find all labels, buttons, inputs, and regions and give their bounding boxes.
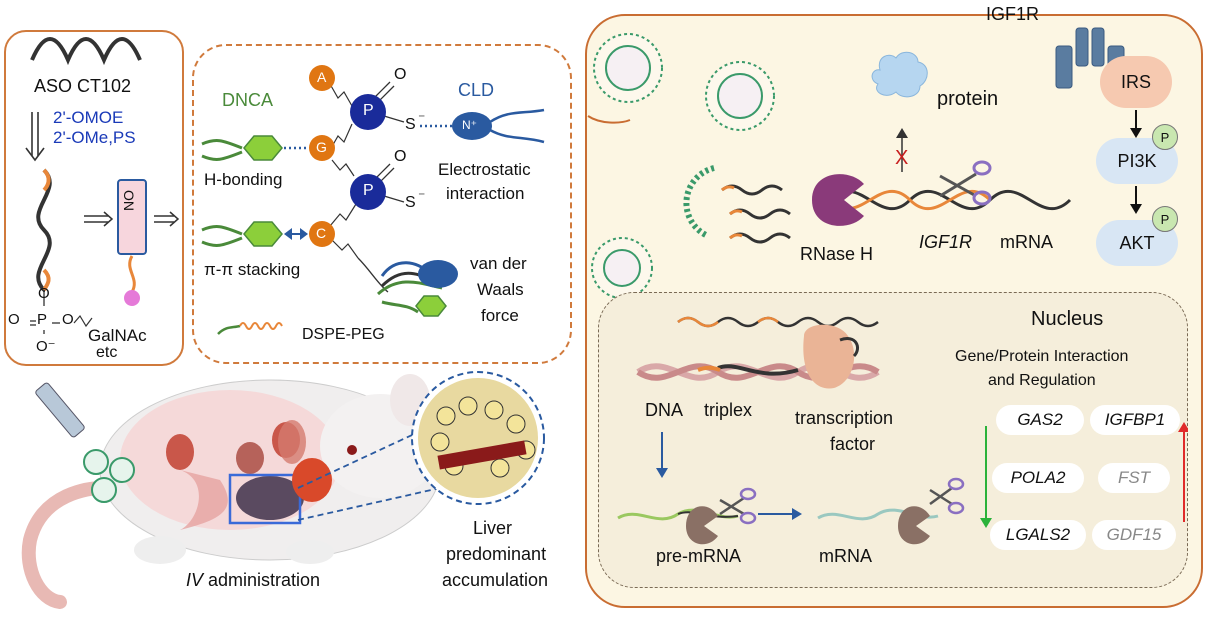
nucleus-mrna-label: mRNA — [819, 546, 872, 566]
aso-mod-2: 2'-OMe,PS — [53, 128, 136, 147]
vdw-label-2: Waals — [477, 280, 524, 299]
sulfur-minus-1: ⁻ — [418, 110, 426, 126]
phospho-label-2: P — [1160, 211, 1170, 227]
gene-gas2: GAS2 — [996, 405, 1084, 435]
vdw-label-1: van der — [470, 254, 527, 273]
sulfur-1: S — [405, 116, 416, 133]
nucleus-subtitle-1: Gene/Protein Interaction — [955, 348, 1129, 365]
pre-mrna-label: pre-mRNA — [656, 546, 742, 566]
nucleus-subtitle-2: and Regulation — [988, 372, 1096, 389]
dna-label: DNA — [645, 400, 684, 420]
phosphate-o-top: O — [38, 285, 50, 302]
phosphorus-2: P — [363, 182, 374, 199]
gene-igfbp1: IGFBP1 — [1090, 405, 1180, 435]
liver-label-2: predominant — [446, 544, 547, 564]
gene-fst: FST — [1098, 463, 1170, 493]
protein-label: protein — [937, 88, 999, 110]
aso-name: ASO CT102 — [34, 76, 132, 96]
rnaseh-label: RNase H — [800, 244, 874, 264]
sulfur-2: S — [405, 194, 416, 211]
gene-gdf15: GDF15 — [1092, 520, 1176, 550]
on-label: ON — [121, 190, 137, 211]
sulfur-minus-2: ⁻ — [418, 188, 426, 204]
triplex-label: triplex — [704, 400, 753, 420]
dnca-panel — [192, 44, 572, 364]
h-bonding-label: H-bonding — [204, 170, 283, 189]
nucleus-graphic — [617, 316, 1188, 545]
base-a: A — [317, 69, 327, 85]
mrna-gene-label: IGF1R — [919, 232, 973, 252]
base-g: G — [316, 139, 327, 155]
phospho-badge-2: P — [1152, 206, 1178, 232]
dspe-peg-label: DSPE-PEG — [302, 326, 385, 343]
dnca-cld-graphic — [201, 65, 545, 335]
iv-administration: IV administration — [186, 570, 320, 591]
irs-node: IRS — [1100, 56, 1172, 108]
pi-stacking-label: π-π stacking — [204, 260, 301, 279]
gene-pola2: POLA2 — [992, 463, 1084, 493]
tf-label-2: factor — [830, 434, 876, 454]
administration-text: administration — [203, 570, 321, 590]
phosphorus-1: P — [363, 102, 374, 119]
phosphate-o-right: O — [62, 311, 74, 328]
electrostatic-label-1: Electrostatic — [438, 160, 531, 179]
phosphate-p: P — [37, 311, 48, 328]
mrna-label: mRNA — [1000, 232, 1053, 252]
akt-label: AKT — [1119, 232, 1155, 253]
irs-label: IRS — [1120, 71, 1151, 92]
receptor-label: IGF1R — [986, 4, 1040, 24]
vdw-label-3: force — [481, 306, 519, 325]
tf-label-1: transcription — [795, 408, 894, 428]
liver-label-3: accumulation — [442, 570, 549, 590]
phospho-label-1: P — [1160, 129, 1170, 145]
iv-italic: IV — [186, 570, 204, 590]
aso-panel — [4, 30, 184, 366]
pi3k-label: PI3K — [1117, 150, 1157, 171]
cytoplasm-graphic — [587, 27, 1142, 299]
phospho-badge-1: P — [1152, 124, 1178, 150]
aso-structure-graphic — [25, 37, 180, 334]
nanoparticle — [591, 33, 775, 299]
gene-lgals2: LGALS2 — [990, 520, 1086, 550]
cld-label: CLD — [458, 80, 495, 100]
phosphate-o-double: O — [8, 311, 20, 328]
electrostatic-label-2: interaction — [446, 184, 525, 203]
oxygen-2: O — [394, 148, 407, 165]
blocked-x: X — [895, 147, 909, 169]
dnca-label: DNCA — [222, 90, 274, 110]
aso-mod-1: 2'-OMOE — [53, 108, 124, 127]
etc-label: etc — [96, 344, 118, 361]
base-c: C — [316, 225, 327, 241]
oxygen-1: O — [394, 66, 407, 83]
phosphate-o-minus: O⁻ — [36, 338, 56, 355]
mouse-illustration — [21, 371, 545, 609]
n-plus: N⁺ — [462, 118, 477, 132]
liver-label-1: Liver — [473, 518, 513, 538]
nucleus-title: Nucleus — [1031, 308, 1104, 330]
galnac-label: GalNAc — [88, 326, 147, 345]
